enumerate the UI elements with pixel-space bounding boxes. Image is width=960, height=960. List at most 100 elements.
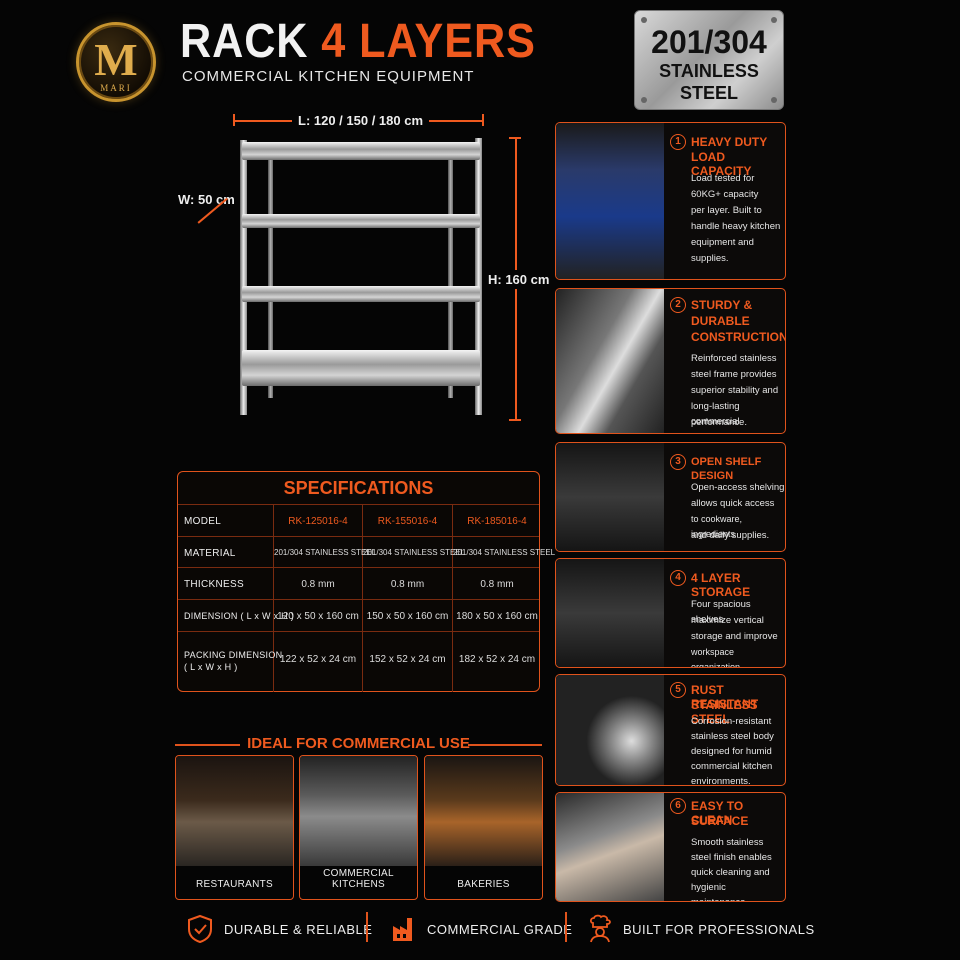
screw-icon xyxy=(771,97,777,103)
divider xyxy=(175,744,240,746)
logo-text: MARI xyxy=(100,83,132,93)
feature-number: 4 xyxy=(670,570,686,586)
divider xyxy=(468,744,542,746)
brand-logo: M MARI xyxy=(76,22,156,102)
feature-desc: and daily supplies. xyxy=(691,530,770,541)
feature-desc: 60KG+ capacity xyxy=(691,189,759,200)
rack-post xyxy=(475,138,482,415)
water-bottles-image xyxy=(556,123,664,279)
ideal-use-title: IDEAL FOR COMMERCIAL USE xyxy=(247,735,470,752)
title-rack: RACK xyxy=(180,15,309,68)
feature-number: 3 xyxy=(670,454,686,470)
frame-closeup-image xyxy=(556,289,664,433)
feature-desc: environments. xyxy=(691,776,751,786)
feature-desc: to cookware, ingredients xyxy=(691,514,743,539)
steel-tubes-image xyxy=(556,675,664,785)
feature-title: DURABLE xyxy=(691,314,750,328)
feature-number: 1 xyxy=(670,134,686,150)
open-shelf-image xyxy=(556,443,664,551)
material-value: 201/304 STAINLESS STEEL xyxy=(453,548,556,557)
feature-title: RUST RESISTANT xyxy=(691,683,759,711)
shield-check-icon xyxy=(188,914,212,944)
footer-label: COMMERCIAL GRADE xyxy=(427,922,573,937)
feature-title: STAINLESS STEEL xyxy=(691,698,758,726)
feature-number: 6 xyxy=(670,798,686,814)
feature-desc: Load tested for xyxy=(691,173,755,184)
title-layers: 4 LAYERS xyxy=(321,15,536,68)
footer-professionals: BUILT FOR PROFESSIONALS xyxy=(586,912,814,946)
feature-desc: commercial kitchen xyxy=(691,761,773,772)
spec-label: ( L x W x H ) xyxy=(184,662,238,672)
feature-title: LOAD CAPACITY xyxy=(691,150,752,178)
feature-desc: Corrosion-resistant xyxy=(691,716,772,727)
rack-post xyxy=(448,158,453,398)
spec-label: THICKNESS xyxy=(184,579,244,590)
model-value: RK-155016-4 xyxy=(377,516,438,527)
photo-caption: RESTAURANTS xyxy=(195,879,273,890)
feature-easy-clean: 6 EASY TO CLEAN SURFACE Smooth stainless… xyxy=(555,792,786,902)
feature-title: OPEN SHELF DESIGN xyxy=(691,456,762,482)
dimension-value: 150 x 50 x 160 cm xyxy=(366,611,449,622)
packing-value: 182 x 52 x 24 cm xyxy=(458,654,536,665)
cleaning-hand-image xyxy=(556,793,664,901)
material-plate: 201/304 STAINLESS STEEL xyxy=(634,10,784,110)
feature-desc: maximize vertical xyxy=(691,615,764,626)
factory-icon xyxy=(393,918,412,941)
page-subtitle: COMMERCIAL KITCHEN EQUIPMENT xyxy=(182,68,475,85)
feature-desc: Smooth stainless xyxy=(691,837,764,848)
packing-value: 152 x 52 x 24 cm xyxy=(369,654,446,665)
feature-desc: handle heavy kitchen xyxy=(691,221,781,232)
rack-post xyxy=(268,158,273,398)
feature-desc: quick cleaning and xyxy=(691,867,770,878)
packing-value: 122 x 52 x 24 cm xyxy=(279,654,357,665)
rack-shelf xyxy=(242,350,480,386)
length-tick xyxy=(482,114,484,126)
spec-row: THICKNESS 0.8 mm 0.8 mm 0.8 mm xyxy=(178,567,539,599)
spec-row: PACKING DIMENSION ( L x W x H ) 122 x 52… xyxy=(178,631,539,692)
footer-label: BUILT FOR PROFESSIONALS xyxy=(623,922,815,937)
feature-desc: steel frame provides xyxy=(691,369,777,380)
height-tick xyxy=(509,137,521,139)
feature-desc: long-lasting commercial xyxy=(691,401,740,427)
divider xyxy=(366,912,368,942)
divider xyxy=(565,912,567,942)
restaurants-photo: RESTAURANTS xyxy=(175,755,294,900)
feature-title: EASY TO CLEAN xyxy=(691,799,744,827)
feature-desc: superior stability and xyxy=(691,385,779,396)
bakeries-photo: BAKERIES xyxy=(424,755,543,900)
photo-caption: BAKERIES xyxy=(457,879,510,890)
feature-desc: workspace organization. xyxy=(691,647,743,668)
feature-title: STURDY & xyxy=(691,298,753,312)
length-tick xyxy=(233,114,235,126)
feature-desc: Four spacious shelves xyxy=(691,599,751,625)
photo-caption: COMMERCIAL KITCHENS xyxy=(323,868,394,890)
screw-icon xyxy=(641,17,647,23)
plate-grade: 201/304 xyxy=(651,24,767,60)
height-tick xyxy=(509,419,521,421)
feature-desc: allows quick access xyxy=(691,498,775,509)
feature-rust-resistant: 5 RUST RESISTANT STAINLESS STEEL Corrosi… xyxy=(555,674,786,786)
feature-title: HEAVY DUTY xyxy=(691,135,768,149)
thickness-value: 0.8 mm xyxy=(301,579,335,590)
feature-four-layer: 4 4 LAYER STORAGE Four spacious shelves … xyxy=(555,558,786,668)
spec-label: PACKING DIMENSION xyxy=(184,650,283,660)
feature-desc: per layer. Built to xyxy=(691,205,762,216)
rack-shelf xyxy=(242,214,480,228)
thickness-value: 0.8 mm xyxy=(480,579,514,590)
commercial-kitchens-photo: COMMERCIAL KITCHENS xyxy=(299,755,418,900)
feature-title: SURFACE xyxy=(691,814,749,828)
height-label: H: 160 cm xyxy=(488,270,550,289)
rack-shelf xyxy=(242,142,480,160)
plate-line-2: STAINLESS xyxy=(659,61,759,81)
four-layer-rack-image xyxy=(556,559,664,667)
feature-desc: designed for humid xyxy=(691,746,772,757)
footer-commercial: COMMERCIAL GRADE xyxy=(390,912,572,946)
screw-icon xyxy=(771,17,777,23)
feature-desc: stainless steel body xyxy=(691,731,774,742)
spec-label: MATERIAL xyxy=(184,548,236,559)
feature-desc: equipment and xyxy=(691,237,754,248)
page-title: RACK 4 LAYERS xyxy=(180,14,536,70)
spec-label: DIMENSION ( L x W x H ) xyxy=(184,611,295,621)
feature-desc: Reinforced stainless xyxy=(691,353,777,364)
model-value: RK-185016-4 xyxy=(467,516,527,527)
